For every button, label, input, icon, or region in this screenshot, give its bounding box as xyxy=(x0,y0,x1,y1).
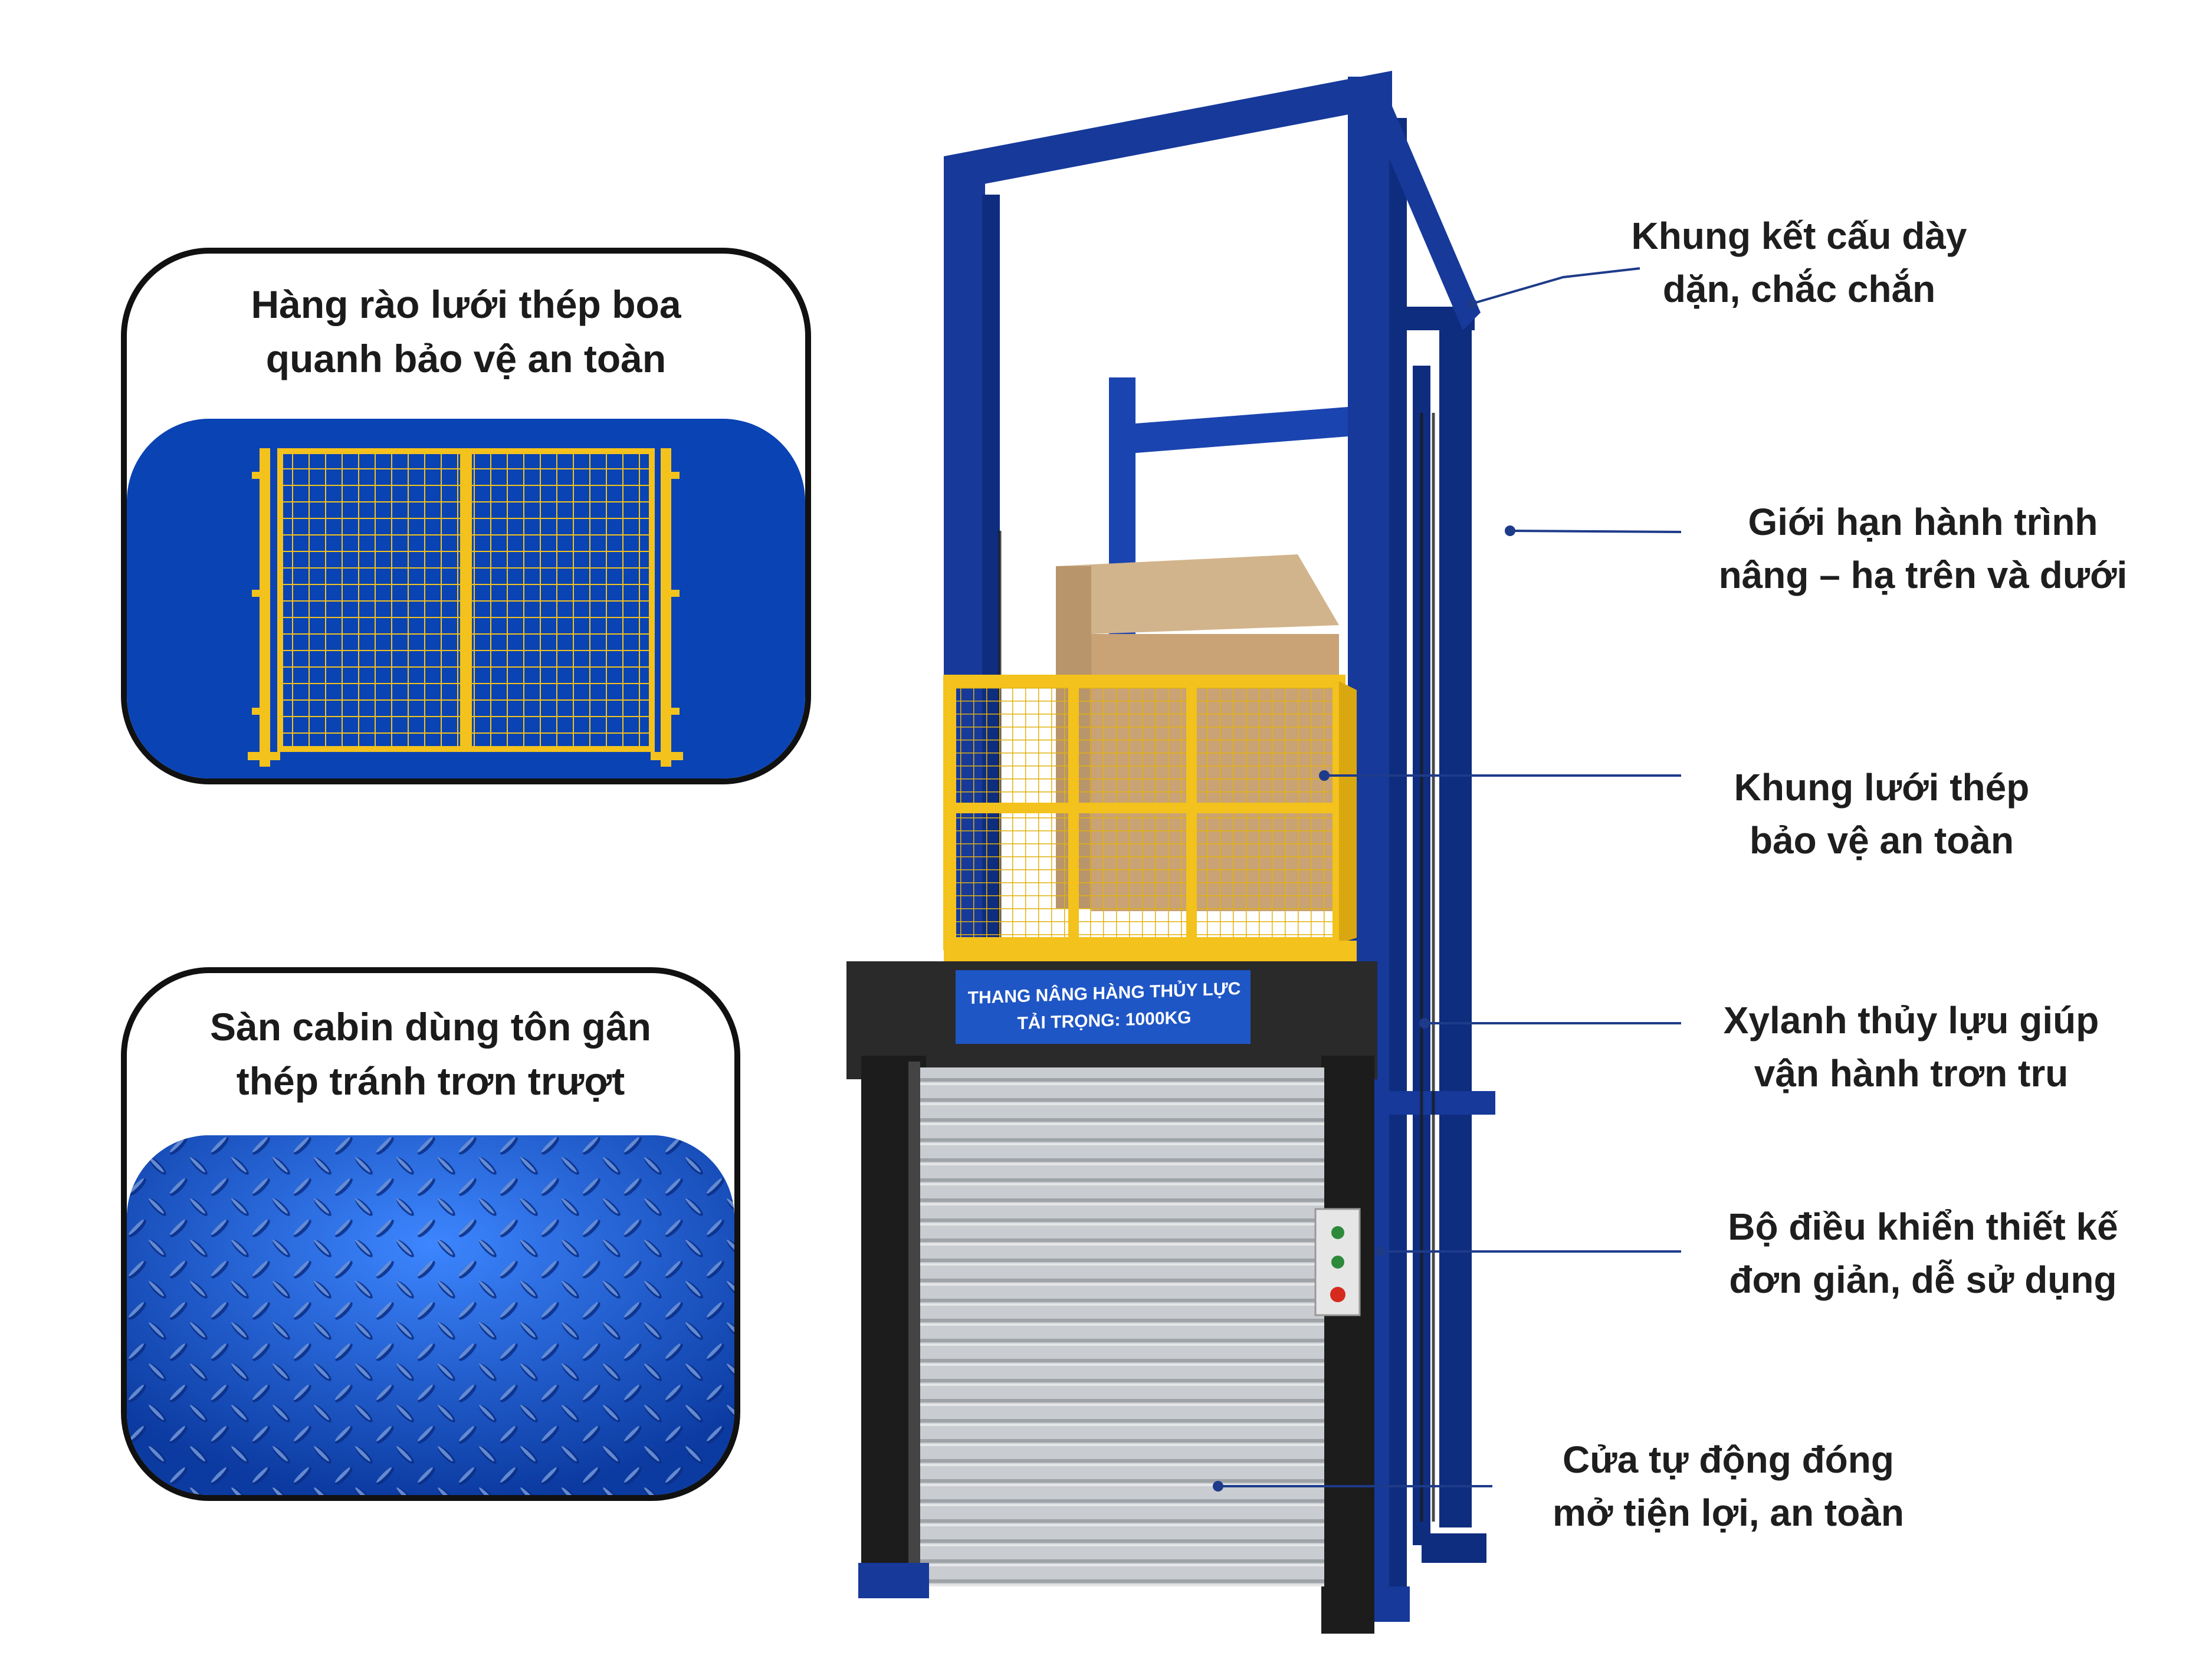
callout-fence: Hàng rào lưới thép boa quanh bảo vệ an t… xyxy=(121,248,811,784)
feature-controller-line2: đơn giản, dễ sử dụng xyxy=(1729,1259,2117,1301)
feature-frame-line2: dặn, chắc chắn xyxy=(1662,268,1936,310)
rear-frame xyxy=(1392,307,1475,1545)
callout-floor-title: Sàn cabin dùng tôn gân thép tránh trơn t… xyxy=(127,1000,734,1108)
leader-limit xyxy=(1509,530,1682,533)
feature-auto-door: Cửa tự động đóng mở tiện lợi, an toàn xyxy=(1528,1433,1929,1539)
feature-cylinder-line2: vận hành trơn tru xyxy=(1754,1052,2069,1095)
fence-image-panel xyxy=(127,419,805,778)
callout-floor-title-line1: Sàn cabin dùng tôn gân xyxy=(210,1005,651,1049)
feature-cylinder-line1: Xylanh thủy lựu giúp xyxy=(1723,999,2099,1042)
lift-door xyxy=(861,1056,1374,1634)
floor-image-panel xyxy=(127,1135,734,1495)
checker-plate-floor-icon xyxy=(127,1135,734,1495)
safety-cage xyxy=(943,675,1357,964)
feature-steel-cage-line2: bảo vệ an toàn xyxy=(1749,819,2014,862)
lift-header xyxy=(846,961,1377,1079)
callout-fence-title-line2: quanh bảo vệ an toàn xyxy=(265,337,667,380)
feature-travel-limit-line1: Giới hạn hành trình xyxy=(1748,501,2098,543)
feature-steel-cage-line1: Khung lưới thép xyxy=(1734,766,2030,809)
callout-floor-title-line2: thép tránh trơn trượt xyxy=(236,1059,625,1103)
feature-steel-cage: Khung lưới thép bảo vệ an toàn xyxy=(1693,761,2070,867)
feature-controller-line1: Bộ điều khiển thiết kế xyxy=(1728,1205,2118,1248)
feature-travel-limit: Giới hạn hành trình nâng – hạ trên và dư… xyxy=(1699,495,2147,602)
feature-auto-door-line2: mở tiện lợi, an toàn xyxy=(1553,1492,1904,1534)
feature-frame-line1: Khung kết cấu dày xyxy=(1631,215,1967,257)
yellow-mesh-fence-icon xyxy=(248,448,683,767)
leader-frame xyxy=(1471,267,1640,305)
callout-fence-title: Hàng rào lưới thép boa quanh bảo vệ an t… xyxy=(127,277,805,386)
callout-fence-title-line1: Hàng rào lưới thép boa xyxy=(251,282,681,326)
control-box xyxy=(1314,1208,1361,1316)
feature-controller: Bộ điều khiển thiết kế đơn giản, dễ sử d… xyxy=(1693,1200,2153,1306)
feature-frame: Khung kết cấu dày dặn, chắc chắn xyxy=(1593,209,2006,316)
feature-auto-door-line1: Cửa tự động đóng xyxy=(1563,1438,1894,1481)
feature-travel-limit-line2: nâng – hạ trên và dưới xyxy=(1718,554,2128,596)
callout-floor: Sàn cabin dùng tôn gân thép tránh trơn t… xyxy=(121,967,740,1501)
feature-cylinder: Xylanh thủy lựu giúp vận hành trơn tru xyxy=(1693,994,2129,1100)
